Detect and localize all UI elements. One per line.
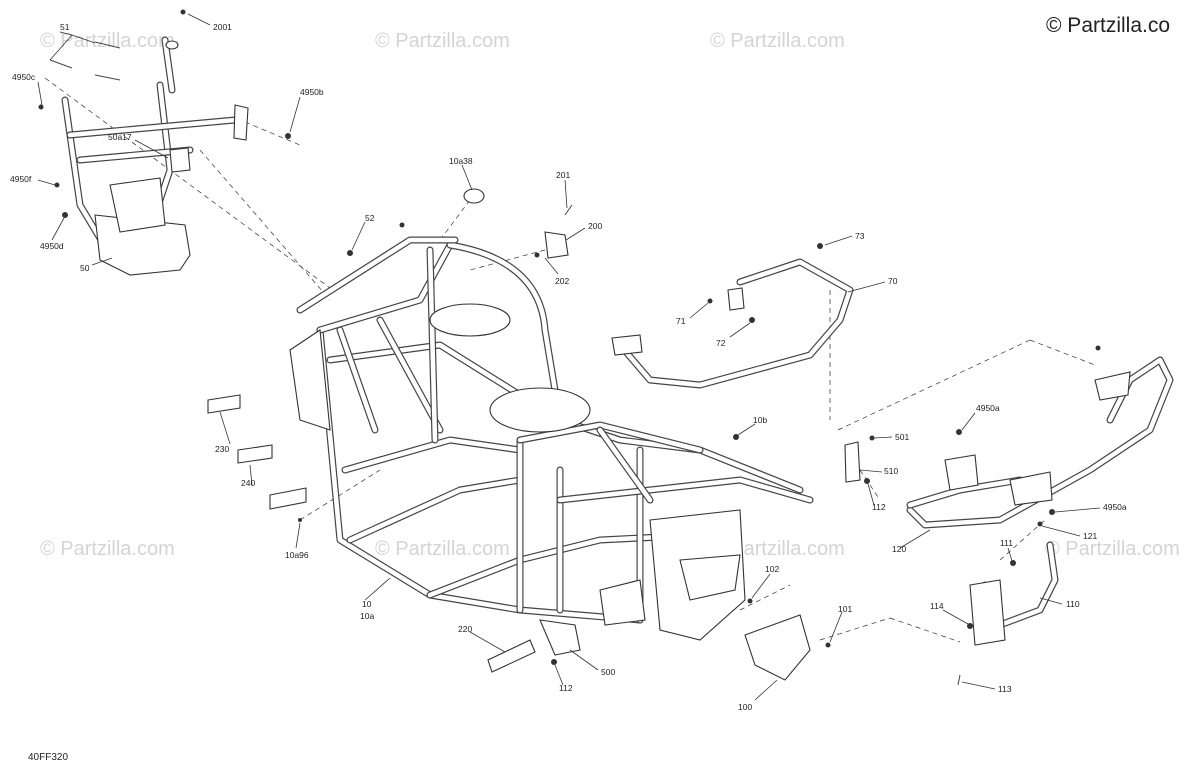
- callout-121: 121: [1083, 531, 1097, 541]
- callout-50: 50: [80, 263, 90, 273]
- callout-110: 110: [1066, 599, 1080, 609]
- callout-101: 101: [838, 604, 852, 614]
- callout-4950a: 4950a: [1103, 502, 1127, 512]
- callout-240: 240: [241, 478, 255, 488]
- callout-labels: 2001 51 4950c 4950b 50a17 4950f 4950d 50…: [10, 22, 1127, 712]
- callout-114: 114: [930, 601, 944, 611]
- callout-230: 230: [215, 444, 229, 454]
- callout-10a: 10a: [360, 611, 374, 621]
- callout-500: 500: [601, 667, 615, 677]
- callout-202: 202: [555, 276, 569, 286]
- callout-111: 111: [1000, 538, 1013, 548]
- callout-2001: 2001: [213, 22, 232, 32]
- callout-4950b: 4950b: [300, 87, 324, 97]
- watermark: © Partzilla.com: [710, 538, 845, 560]
- callout-4950a: 4950a: [976, 403, 1000, 413]
- watermark: © Partzilla.com: [375, 538, 510, 560]
- watermark: © Partzilla.com: [375, 30, 510, 52]
- callout-73: 73: [855, 231, 865, 241]
- callout-510: 510: [884, 466, 898, 476]
- callout-51: 51: [60, 22, 70, 32]
- callout-4950d: 4950d: [40, 241, 64, 251]
- callout-52: 52: [365, 213, 375, 223]
- upper-bar: [611, 258, 854, 389]
- callout-70: 70: [888, 276, 898, 286]
- fasteners: [38, 9, 1101, 686]
- callout-4950f: 4950f: [10, 174, 32, 184]
- callout-113: 113: [998, 684, 1012, 694]
- callout-10a38: 10a38: [449, 156, 473, 166]
- callout-4950c: 4950c: [12, 72, 36, 82]
- callout-220: 220: [458, 624, 472, 634]
- callout-10: 10: [362, 599, 372, 609]
- small-parts: [165, 40, 861, 681]
- watermark: © Partzilla.com: [710, 30, 845, 52]
- watermark: © Partzilla.com: [1045, 538, 1180, 560]
- callout-120: 120: [892, 544, 906, 554]
- callout-112: 112: [559, 683, 573, 693]
- front-guard: [969, 541, 1059, 646]
- assembly-guides: [44, 77, 1096, 643]
- leader-lines: [37, 13, 1101, 701]
- callout-100: 100: [738, 702, 752, 712]
- rear-bracket-assembly: [61, 36, 249, 276]
- partzilla-brand: © Partzilla.co: [1046, 14, 1171, 37]
- front-bumper: [906, 356, 1174, 529]
- callout-10b: 10b: [753, 415, 767, 425]
- callout-10a96: 10a96: [285, 550, 309, 560]
- callout-200: 200: [588, 221, 602, 231]
- watermark: © Partzilla.com: [40, 538, 175, 560]
- callout-71: 71: [676, 316, 686, 326]
- callout-50a17: 50a17: [108, 132, 132, 142]
- callout-102: 102: [765, 564, 779, 574]
- diagram-code: 40FF320: [28, 752, 69, 763]
- callout-72: 72: [716, 338, 726, 348]
- callout-501: 501: [895, 432, 909, 442]
- callout-201: 201: [556, 170, 570, 180]
- main-frame: [289, 236, 814, 641]
- callout-112: 112: [872, 502, 886, 512]
